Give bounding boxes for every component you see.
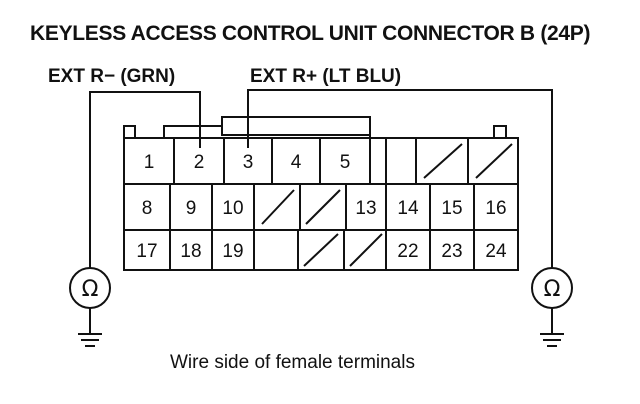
terminal-cell-22 xyxy=(385,229,431,271)
terminal-18-label: 18 xyxy=(180,241,201,262)
diagram-title: KEYLESS ACCESS CONTROL UNIT CONNECTOR B … xyxy=(30,22,591,45)
terminal-21-slash xyxy=(349,233,383,267)
terminal-24-label: 24 xyxy=(485,241,507,262)
terminal-7-slash xyxy=(475,143,513,179)
right-ohmmeter-icon: Ω xyxy=(531,267,573,309)
terminal-cell-13 xyxy=(345,183,387,231)
terminal-23-label: 23 xyxy=(441,241,462,262)
left-ohmmeter-icon: Ω xyxy=(69,267,111,309)
terminal-1-label: 1 xyxy=(144,152,155,173)
ext-r-minus-wire xyxy=(89,91,201,268)
terminal-8-label: 8 xyxy=(142,198,153,219)
terminal-19-label: 19 xyxy=(222,241,243,262)
terminal-2-label: 2 xyxy=(194,152,205,173)
right-ohm-symbol: Ω xyxy=(544,277,561,302)
terminal-cell-9 xyxy=(169,183,213,231)
terminal-3-label: 3 xyxy=(243,152,254,173)
terminal-12-slash xyxy=(305,189,341,225)
terminal-20-slash xyxy=(303,233,339,267)
terminal-4-label: 4 xyxy=(291,152,302,173)
terminal-22-label: 22 xyxy=(397,241,418,262)
terminal-5-label: 5 xyxy=(340,152,351,173)
ext-r-plus-wire xyxy=(247,89,553,268)
terminal-cell-15 xyxy=(429,183,475,231)
ext-r-minus-label: EXT R− (GRN) xyxy=(48,66,176,87)
terminal-14-label: 14 xyxy=(397,198,419,219)
left-ground-icon xyxy=(78,308,102,347)
terminal-16-label: 16 xyxy=(485,198,506,219)
terminal-17-label: 17 xyxy=(136,241,157,262)
terminal-13-label: 13 xyxy=(355,198,376,219)
terminal-cell-14 xyxy=(385,183,431,231)
diagram-caption: Wire side of female terminals xyxy=(170,352,415,373)
terminal-11-slash xyxy=(261,189,295,225)
terminal-cell-19 xyxy=(211,229,255,271)
terminal-10-label: 10 xyxy=(222,198,243,219)
right-ground-icon xyxy=(540,308,564,347)
terminal-cell-16 xyxy=(473,183,519,231)
terminal-cell-24 xyxy=(473,229,519,271)
terminal-cell-5 xyxy=(319,137,371,185)
terminal-15-label: 15 xyxy=(441,198,462,219)
terminal-9-label: 9 xyxy=(186,198,197,219)
left-ohm-symbol: Ω xyxy=(82,277,99,302)
connector-lock-tab xyxy=(221,117,370,136)
ext-r-plus-label: EXT R+ (LT BLU) xyxy=(250,66,402,87)
terminal-cell-17 xyxy=(123,229,171,271)
terminal-6-slash xyxy=(423,143,463,179)
